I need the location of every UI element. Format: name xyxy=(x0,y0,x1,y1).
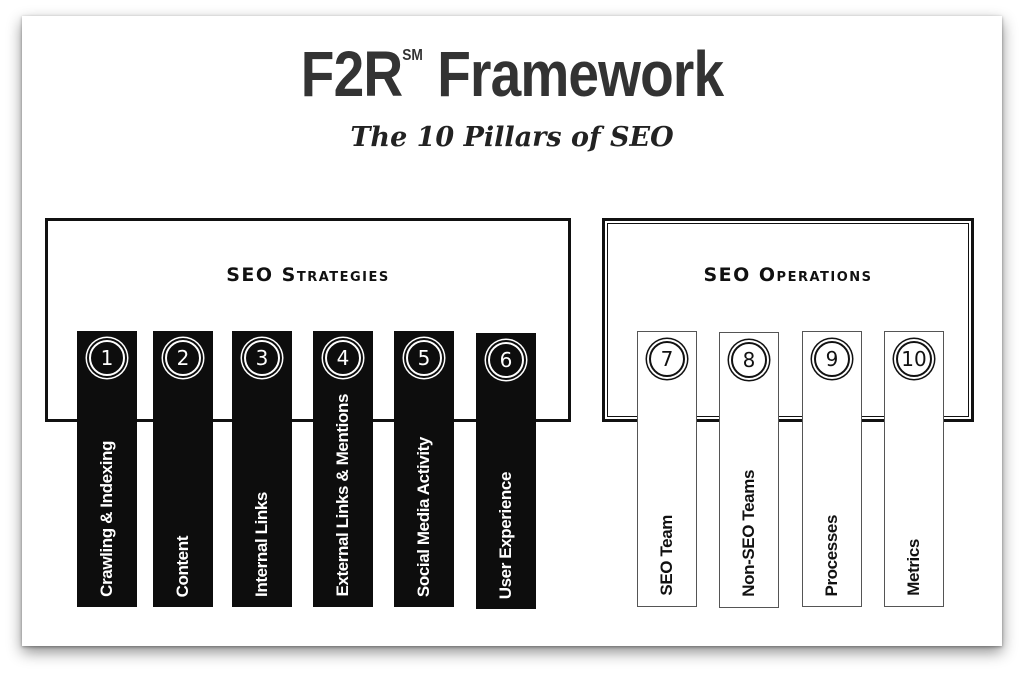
title-superscript: SM xyxy=(402,47,423,64)
pillar-number-badge: 5 xyxy=(406,340,442,376)
pillar-label: Non-SEO Teams xyxy=(739,470,758,597)
page-title: F2RSM Framework xyxy=(72,42,953,106)
pillar-label: SEO Team xyxy=(657,515,676,596)
page-subtitle: The 10 Pillars of SEO xyxy=(350,122,674,153)
pillar-label: External Links & Mentions xyxy=(333,394,352,597)
pillar-number-badge: 3 xyxy=(244,340,280,376)
pillar-2: 2 Content xyxy=(153,331,213,607)
pillar-label: Social Media Activity xyxy=(414,436,433,597)
pillar-label: Metrics xyxy=(904,539,923,596)
pillar-number-badge: 2 xyxy=(165,340,201,376)
seo-strategies-group: SEO Strategies xyxy=(45,218,571,422)
pillar-number-badge: 10 xyxy=(896,341,932,377)
pillar-number-badge: 7 xyxy=(649,341,685,377)
pillar-5: 5 Social Media Activity xyxy=(394,331,454,607)
seo-strategies-label: SEO Strategies xyxy=(226,264,390,286)
pillar-10: 10 Metrics xyxy=(884,331,944,607)
seo-operations-group: SEO Operations xyxy=(602,218,974,422)
pillar-label: Processes xyxy=(822,514,841,596)
pillar-label: Crawling & Indexing xyxy=(97,441,116,597)
pillar-label: Internal Links xyxy=(252,492,271,597)
title-rest: Framework xyxy=(422,38,724,110)
pillar-9: 9 Processes xyxy=(802,331,862,607)
pillar-number-badge: 8 xyxy=(731,342,767,378)
title-main: F2R xyxy=(300,38,403,110)
pillar-label: Content xyxy=(173,535,192,597)
seo-operations-label: SEO Operations xyxy=(703,264,873,286)
pillar-8: 8 Non-SEO Teams xyxy=(719,332,779,608)
pillar-4: 4 External Links & Mentions xyxy=(313,331,373,607)
pillar-7: 7 SEO Team xyxy=(637,331,697,607)
pillar-number-badge: 9 xyxy=(814,341,850,377)
pillar-6: 6 User Experience xyxy=(476,333,536,609)
pillar-1: 1 Crawling & Indexing xyxy=(77,331,137,607)
pillar-3: 3 Internal Links xyxy=(232,331,292,607)
pillar-label: User Experience xyxy=(496,471,515,599)
pillar-number-badge: 6 xyxy=(488,342,524,378)
pillar-number-badge: 4 xyxy=(325,340,361,376)
pillar-number-badge: 1 xyxy=(89,340,125,376)
